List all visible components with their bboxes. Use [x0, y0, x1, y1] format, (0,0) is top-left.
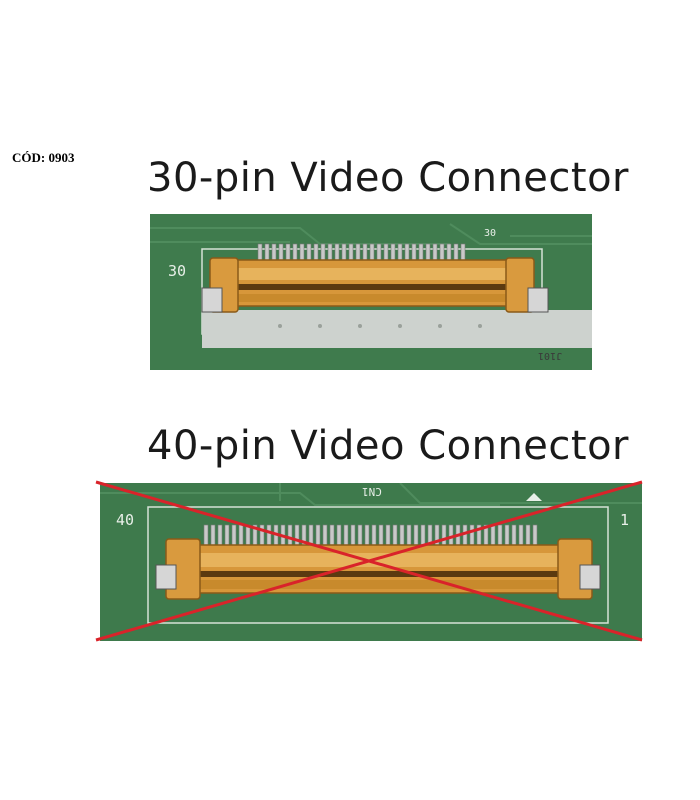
title-30-pin: 30-pin Video Connector	[147, 155, 629, 201]
title-40-pin: 40-pin Video Connector	[147, 423, 629, 469]
pcb-30-pin-graphic	[150, 214, 592, 370]
silk-label-30: 30	[168, 262, 187, 280]
silk-label-40: 40	[116, 511, 135, 529]
silk-label-1: 1	[620, 511, 630, 529]
silk-ref-j101: J101	[538, 350, 563, 361]
silk-label-30-top: 30	[484, 228, 497, 239]
silk-ref-cn1: CN1	[362, 485, 382, 498]
pcb-40-pin-graphic	[100, 483, 642, 641]
code-label: CÓD: 0903	[12, 150, 75, 165]
photo-40-pin-connector: 40 1 CN1	[100, 483, 642, 641]
photo-30-pin-connector: 30 30 J101	[150, 214, 592, 370]
